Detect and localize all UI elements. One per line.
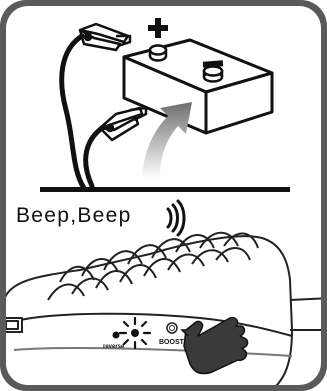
- clamp-icon: [98, 106, 148, 142]
- reverse-label: reverse: [103, 344, 125, 350]
- positive-terminal-icon: [148, 18, 168, 62]
- clamp-cable: [83, 125, 105, 189]
- sound-waves-icon: [166, 199, 186, 237]
- arrow-icon: [142, 102, 192, 178]
- clamp-cable: [59, 33, 87, 191]
- pointing-hand-icon: [180, 316, 249, 375]
- divider-line: [40, 187, 290, 192]
- boost-label: BOOST: [159, 339, 185, 346]
- reverse-led: [112, 331, 120, 339]
- led-flash-icon: [118, 316, 152, 350]
- negative-terminal-icon: [202, 60, 224, 83]
- beep-text: Beep,Beep: [16, 204, 132, 227]
- clamp-icon: [78, 22, 132, 52]
